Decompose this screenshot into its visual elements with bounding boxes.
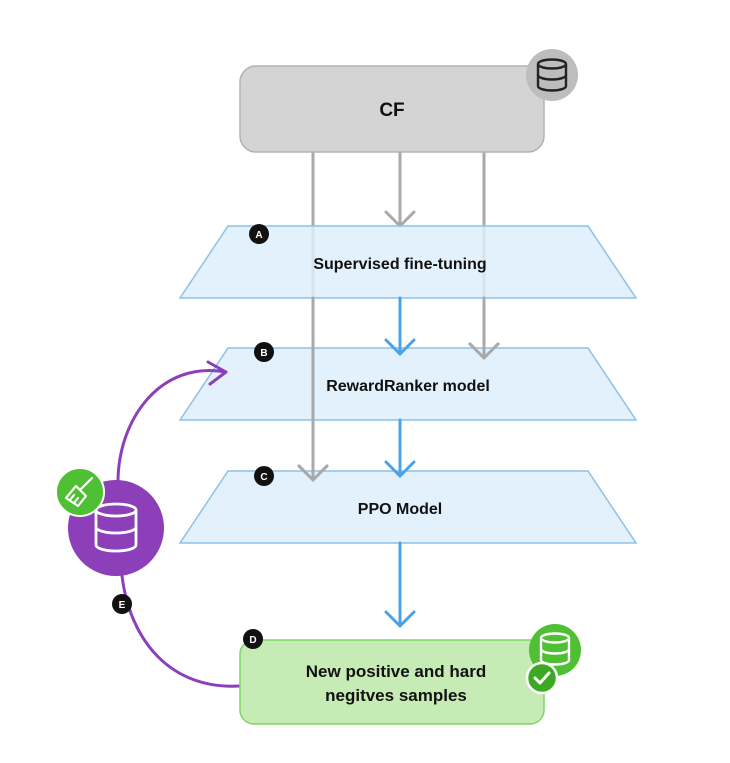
ppo-plane [178, 470, 638, 544]
output-box [239, 639, 545, 725]
badge-c-label: C [260, 472, 267, 483]
sft-label: Supervised fine-tuning [313, 256, 486, 273]
store-node [55, 467, 164, 576]
cf-label: CF [379, 100, 404, 121]
output-node: New positive and hard negitves samples [239, 624, 581, 725]
badge-e: E [112, 594, 132, 614]
rr-label: RewardRanker model [326, 378, 490, 395]
edge-output-to-store [120, 574, 242, 688]
cf-edges-front [297, 296, 500, 482]
badge-a: A [249, 224, 269, 244]
badge-d: D [243, 629, 263, 649]
output-label-line1: New positive and hard [306, 662, 486, 681]
arrowhead-ppo-to-output [384, 610, 416, 628]
badge-b-label: B [260, 348, 267, 359]
output-label-line2: negitves samples [325, 686, 467, 705]
cf-node: CF [239, 49, 578, 153]
broom-icon [55, 467, 105, 517]
arrowhead-cf-to-rr-front [468, 342, 500, 360]
badge-c: C [254, 466, 274, 486]
arrowhead-sft-to-rr [384, 338, 416, 356]
badge-b: B [254, 342, 274, 362]
badge-d-label: D [249, 635, 256, 646]
stage-edges [384, 296, 416, 628]
ppo-label: PPO Model [358, 501, 442, 518]
sft-plane [178, 225, 638, 299]
database-icon [526, 49, 578, 101]
arrowhead-cf-to-ppo-front [297, 464, 329, 482]
arrowhead-store-to-rr [206, 360, 228, 386]
database-check-icon [525, 624, 581, 695]
edge-store-to-rr [116, 369, 228, 484]
cf-box [239, 65, 545, 153]
badge-e-label: E [119, 600, 126, 611]
badge-a-label: A [255, 230, 262, 241]
rr-plane [178, 347, 638, 421]
arrowhead-rr-to-ppo [384, 460, 416, 478]
